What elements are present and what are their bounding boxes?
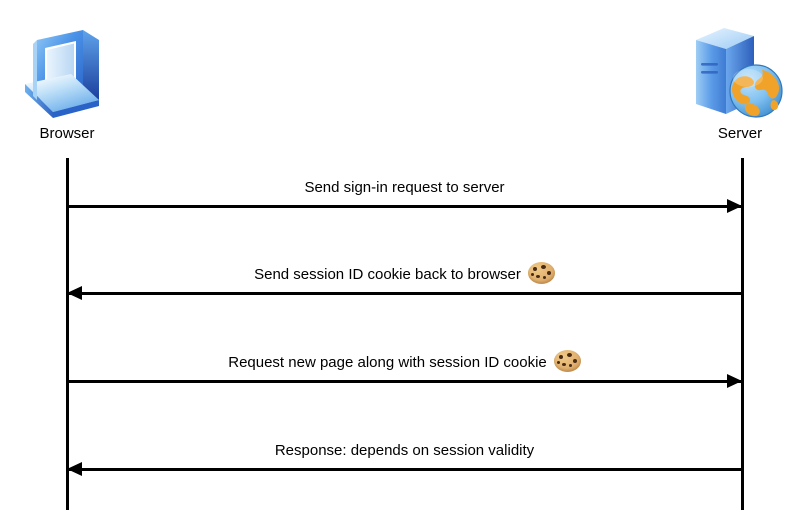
message-3-label: Request new page along with session ID c… — [67, 350, 742, 373]
arrowhead-right-icon — [727, 374, 742, 388]
actor-browser-label: Browser — [39, 125, 95, 142]
message-1-line — [67, 205, 742, 208]
message-4-text: Response: depends on session validity — [274, 442, 535, 459]
cookie-icon — [527, 262, 555, 284]
actor-server-label: Server — [717, 125, 763, 142]
lifeline-browser — [66, 158, 69, 510]
message-3-text: Request new page along with session ID c… — [228, 354, 547, 371]
arrowhead-left-icon — [67, 286, 82, 300]
server-globe-icon — [665, 22, 800, 122]
message-2-label: Send session ID cookie back to browser — [67, 262, 742, 285]
laptop-icon — [0, 22, 142, 122]
message-1-text: Send sign-in request to server — [304, 179, 505, 196]
message-2-text: Send session ID cookie back to browser — [254, 266, 521, 283]
message-3-line — [67, 380, 742, 383]
message-4-line — [67, 468, 742, 471]
lifeline-server — [741, 158, 744, 510]
actor-browser: Browser — [0, 22, 142, 143]
message-4-label: Response: depends on session validity — [67, 441, 742, 461]
arrowhead-left-icon — [67, 462, 82, 476]
cookie-icon — [553, 350, 581, 372]
actor-server: Server — [665, 22, 800, 143]
message-1-label: Send sign-in request to server — [67, 178, 742, 198]
arrowhead-right-icon — [727, 199, 742, 213]
message-2-line — [67, 292, 742, 295]
